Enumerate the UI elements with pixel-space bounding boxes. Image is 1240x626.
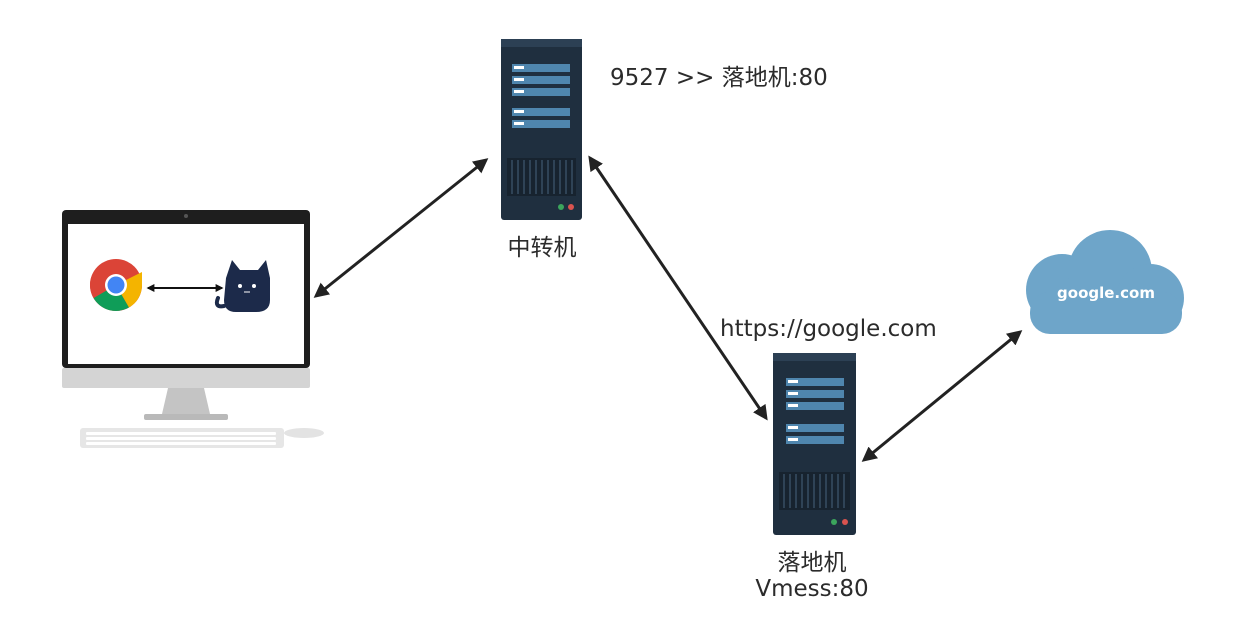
route-url-caption: https://google.com [720,316,937,342]
relay-server-icon [501,39,582,220]
landing-server-port-label: Vmess:80 [755,576,869,602]
desktop-computer-icon [62,210,324,448]
arrow-landing-cloud [861,330,1023,462]
chrome-browser-icon [90,259,142,311]
cloud-icon [1026,230,1184,334]
relay-port-forward-caption: 9527 >> 落地机:80 [610,65,828,91]
landing-server-label: 落地机 [777,550,847,576]
cloud-destination-label: google.com [1057,284,1155,302]
arrow-relay-landing [588,155,768,421]
arrow-computer-relay [313,158,489,298]
landing-server-icon [773,353,856,535]
clash-cat-icon [214,260,270,312]
relay-server-label: 中转机 [507,235,577,261]
